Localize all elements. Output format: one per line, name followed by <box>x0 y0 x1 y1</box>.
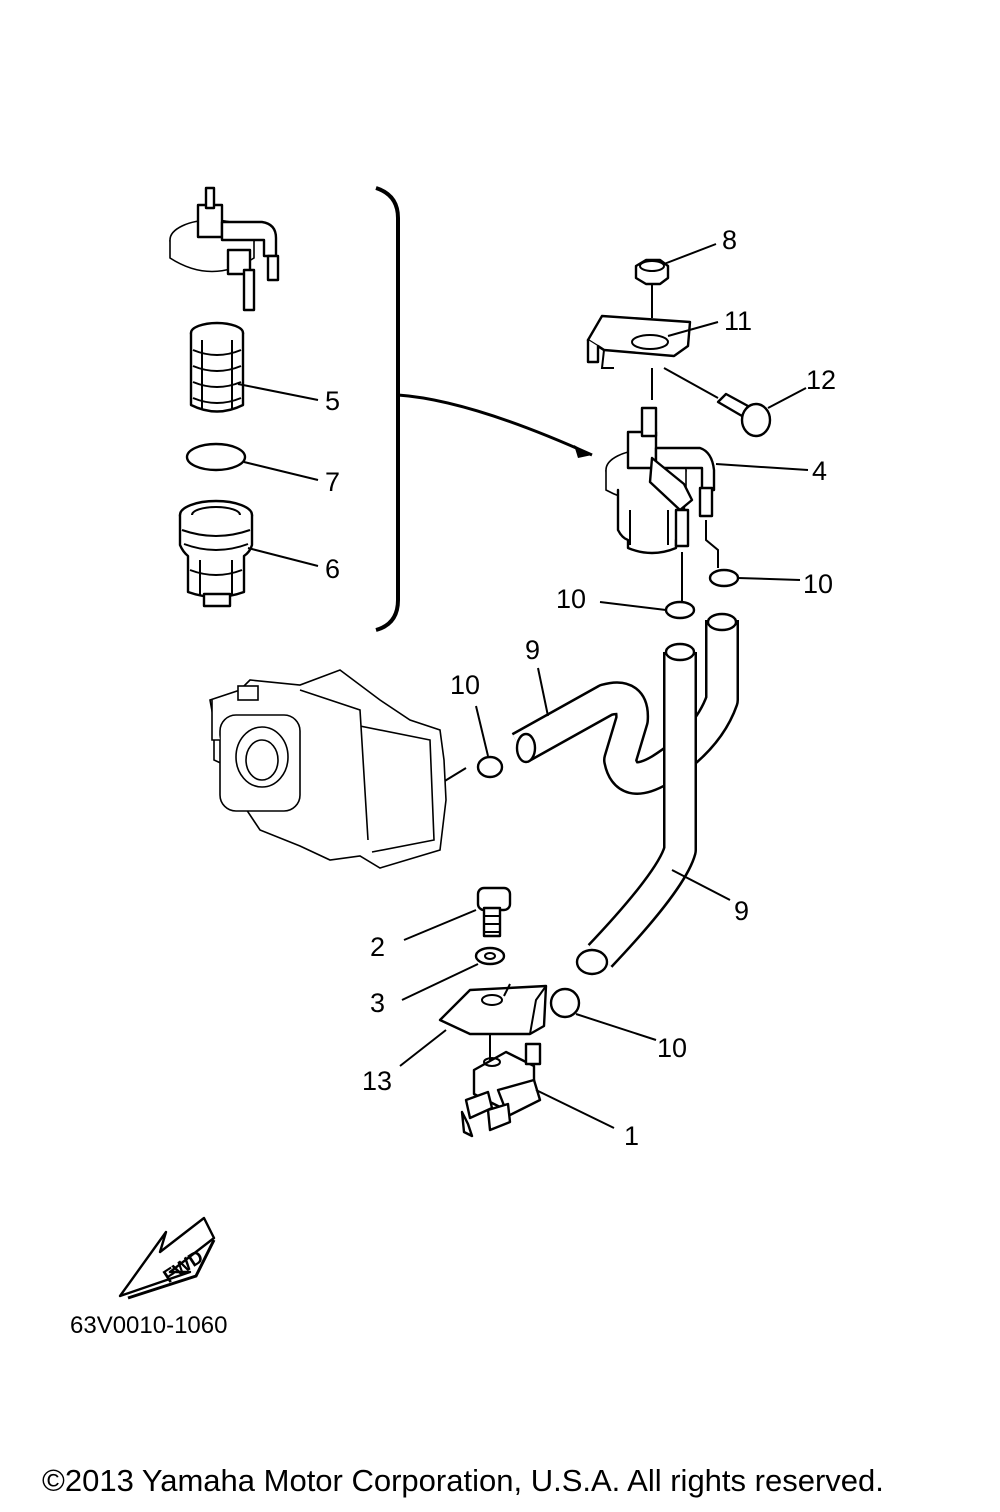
callout-11: 11 <box>724 306 752 336</box>
callout-3: 3 <box>370 988 385 1018</box>
callout-12: 12 <box>806 365 836 395</box>
callout-13: 13 <box>362 1066 392 1096</box>
callout-1: 1 <box>624 1121 639 1151</box>
callout-8: 8 <box>722 225 737 255</box>
group-bracket <box>375 186 400 632</box>
callout-10-upper-right: 10 <box>803 569 833 599</box>
filter-cap-exploded <box>169 186 280 312</box>
o-ring <box>185 442 247 472</box>
callout-4: 4 <box>812 456 827 486</box>
callout-2: 2 <box>370 932 385 962</box>
fuel-hose-lower <box>575 642 697 976</box>
fuel-hose-upper <box>511 612 739 795</box>
bolt-2 <box>476 886 512 938</box>
callout-10-upper-left: 10 <box>556 584 586 614</box>
fwd-arrow-icon: FWD <box>118 1216 216 1300</box>
mounting-plate <box>438 983 548 1036</box>
copyright-notice: ©2013 Yamaha Motor Corporation, U.S.A. A… <box>42 1463 884 1498</box>
callout-9-upper: 9 <box>525 635 540 665</box>
filter-cup <box>178 499 254 608</box>
carburetor-outline <box>209 669 447 869</box>
hose-clip-upper-left <box>664 600 696 620</box>
hose-clip-middle <box>476 755 504 779</box>
fuel-joint <box>460 1042 542 1138</box>
callout-7: 7 <box>325 467 340 497</box>
clamp-bracket <box>586 314 692 369</box>
diagram-code: 63V0010-1060 <box>70 1312 228 1339</box>
bolt-12 <box>716 392 772 438</box>
callout-9-lower: 9 <box>734 896 749 926</box>
filter-element <box>189 321 245 413</box>
washer <box>474 946 506 966</box>
callout-10-lower: 10 <box>657 1033 687 1063</box>
callout-10-middle: 10 <box>450 670 480 700</box>
assembly-arrow <box>397 393 593 458</box>
hose-clip-lower <box>549 987 581 1019</box>
hose-clip-upper-right <box>708 568 740 588</box>
nut <box>634 258 670 286</box>
leader-lines <box>237 243 809 1129</box>
fuel-filter-assembly <box>605 406 716 555</box>
callout-5: 5 <box>325 386 340 416</box>
callout-6: 6 <box>325 554 340 584</box>
